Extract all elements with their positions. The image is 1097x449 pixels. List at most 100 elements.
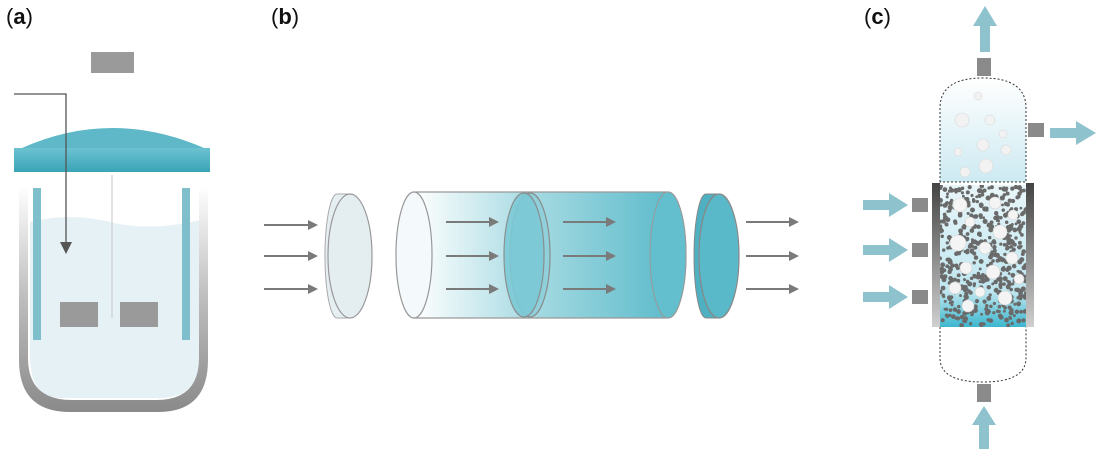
catalyst-particle: [961, 194, 965, 198]
catalyst-particle: [1018, 231, 1022, 234]
catalyst-particle: [949, 188, 955, 193]
catalyst-particle: [1017, 245, 1022, 250]
catalyst-particle: [992, 252, 997, 258]
catalyst-particle: [1008, 316, 1013, 320]
catalyst-particle: [1017, 259, 1023, 265]
catalyst-particle: [969, 213, 974, 218]
catalyst-particle: [1016, 226, 1022, 232]
catalyst-particle: [1006, 283, 1011, 288]
gas-bubble: [997, 290, 1013, 306]
catalyst-particle: [985, 277, 990, 282]
catalyst-particle: [941, 248, 946, 252]
catalyst-particle: [945, 258, 949, 262]
catalyst-particle: [984, 206, 989, 211]
outlet-arrows: [746, 217, 799, 294]
catalyst-particle: [985, 304, 989, 308]
catalyst-particle: [1009, 245, 1013, 249]
nozzle-inlet-3: [912, 290, 928, 304]
catalyst-particle: [978, 280, 982, 284]
catalyst-particle: [1016, 219, 1022, 225]
catalyst-particle: [1002, 282, 1006, 286]
catalyst-particle: [947, 269, 952, 275]
gas-bubble: [992, 224, 1008, 240]
inlet-arrow-1-icon: [863, 193, 908, 217]
catalyst-particle: [950, 303, 954, 307]
catalyst-particle: [1021, 221, 1026, 226]
catalyst-particle: [947, 281, 952, 285]
catalyst-particle: [996, 277, 1001, 282]
catalyst-particle: [946, 246, 950, 250]
catalyst-particle: [968, 290, 973, 295]
gas-bubble: [1013, 273, 1025, 285]
catalyst-particle: [1002, 212, 1009, 218]
reactor-vessel-wall: [19, 186, 208, 412]
outlet-arrow-top-icon: [973, 6, 997, 52]
catalyst-particle: [982, 188, 987, 193]
catalyst-particle: [982, 216, 986, 220]
flow-arrows-blue: [863, 6, 1096, 449]
catalyst-particle: [969, 228, 975, 233]
catalyst-particle: [982, 299, 987, 304]
catalyst-particle: [978, 267, 982, 271]
reactor-lid-dome: [22, 128, 204, 148]
nozzle-inlet-2: [912, 243, 928, 257]
gas-bubble: [964, 216, 976, 228]
catalyst-particle: [947, 204, 953, 211]
inlet-disc: [324, 193, 373, 319]
gas-bubbles-top: [953, 91, 1012, 178]
column-bottom-dome: [939, 327, 1027, 383]
catalyst-particle: [1006, 265, 1012, 271]
gas-bubble: [948, 281, 962, 295]
catalyst-particle: [948, 258, 952, 263]
catalyst-particle: [940, 274, 945, 279]
column-wall-right: [1026, 183, 1034, 327]
catalyst-particle: [972, 261, 976, 265]
catalyst-particle: [962, 224, 967, 229]
catalyst-particle: [941, 218, 946, 224]
catalyst-particle: [977, 193, 982, 199]
stirred-tank-reactor: [14, 52, 210, 412]
catalyst-particle: [950, 278, 954, 282]
catalyst-particle: [991, 259, 995, 263]
catalyst-particle: [959, 323, 964, 327]
catalyst-particle: [944, 313, 949, 318]
outlet-disc: [693, 193, 740, 319]
inlet-arrow-3-icon: [863, 285, 908, 309]
catalyst-particle: [943, 299, 947, 303]
impeller-blade-left: [60, 302, 98, 327]
catalyst-particle: [993, 279, 998, 285]
baffle-left: [33, 188, 41, 340]
gas-bubble: [988, 196, 1002, 210]
catalyst-particle: [970, 238, 974, 242]
catalyst-particle: [975, 200, 979, 204]
catalyst-particle: [1004, 317, 1009, 323]
catalyst-particle: [1010, 223, 1014, 226]
catalyst-particle: [979, 185, 985, 189]
catalyst-particle: [985, 310, 990, 316]
catalyst-particle: [976, 224, 981, 229]
catalyst-particle: [976, 271, 981, 276]
catalyst-particle: [1017, 194, 1021, 199]
catalyst-particle: [1020, 286, 1026, 292]
catalyst-particle: [1002, 309, 1006, 313]
catalyst-particle: [950, 263, 955, 268]
catalyst-particle: [1006, 323, 1011, 327]
catalyst-particle: [966, 199, 970, 203]
catalyst-particle: [1011, 263, 1017, 269]
catalyst-particle: [945, 217, 951, 223]
catalyst-particle: [1016, 318, 1022, 324]
catalyst-particle: [958, 228, 964, 234]
catalyst-particle: [1020, 233, 1024, 237]
catalyst-particle: [999, 242, 1003, 246]
catalyst-particle: [993, 287, 999, 293]
catalyst-particle: [1001, 203, 1004, 207]
catalyst-particle: [944, 307, 949, 311]
catalyst-particle: [940, 318, 945, 323]
catalyst-particle: [1010, 272, 1016, 278]
catalyst-particle: [940, 290, 943, 295]
outlet-arrow-side-icon: [1050, 121, 1096, 145]
catalyst-particle: [990, 250, 994, 254]
catalyst-particle: [1000, 266, 1006, 272]
catalyst-particle: [940, 269, 945, 275]
catalyst-particle: [940, 186, 943, 191]
